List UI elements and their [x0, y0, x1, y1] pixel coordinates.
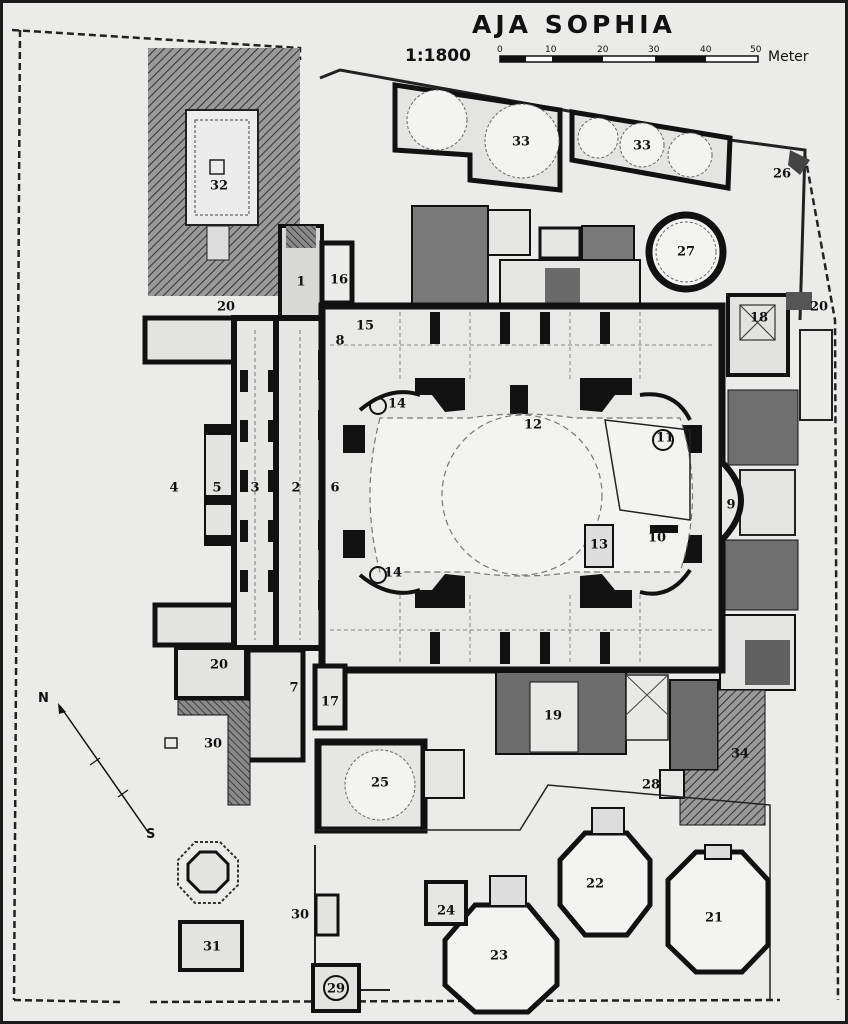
plan-label: 20: [209, 657, 229, 673]
plan-label: 13: [589, 537, 609, 553]
plan-label: 27: [676, 244, 696, 260]
plan-label: 14: [383, 565, 403, 581]
plan-label: 4: [169, 480, 179, 496]
scale-unit: Meter: [768, 49, 809, 65]
compass-arrow: [59, 705, 149, 833]
scale-tick: 40: [700, 45, 712, 55]
plan-label: 31: [202, 939, 222, 955]
plan-label: 23: [489, 948, 509, 964]
scale-tick: 20: [597, 45, 609, 55]
plan-label: 7: [289, 680, 299, 696]
plan-label: 32: [209, 178, 229, 194]
plan-label: 3: [250, 480, 260, 496]
plan-label: 33: [511, 134, 531, 150]
plan-label: 11: [655, 430, 675, 446]
plan-label: 9: [726, 497, 736, 513]
plan-label: 33: [632, 138, 652, 154]
plan-label: 16: [329, 272, 349, 288]
plan-label: 22: [585, 876, 605, 892]
plan-label: 10: [647, 530, 667, 546]
plan-label: 2: [291, 480, 301, 496]
plan-label: 20: [809, 299, 829, 315]
plan-label: 26: [772, 166, 792, 182]
plan-label: 18: [749, 310, 769, 326]
plan-label: 5: [212, 480, 222, 496]
plan-label: 30: [203, 736, 223, 752]
map-title: AJA SOPHIA: [472, 10, 676, 39]
plan-label: 8: [335, 333, 345, 349]
plan-label: 30: [290, 907, 310, 923]
plan-label: 25: [370, 775, 390, 791]
plan-label: 19: [543, 708, 563, 724]
plan-label: 1: [296, 274, 306, 290]
plan-label: 17: [320, 694, 340, 710]
plan-label: 28: [641, 777, 661, 793]
plan-label: 34: [730, 746, 750, 762]
plan-label: 29: [326, 981, 346, 997]
plan-label: 24: [436, 903, 456, 919]
scale-tick: 30: [648, 45, 660, 55]
plan-label: 15: [355, 318, 375, 334]
scale-ratio: 1:1800: [405, 46, 471, 66]
building-32: [185, 109, 259, 226]
scale-tick: 10: [545, 45, 557, 55]
plan-label: 6: [330, 480, 340, 496]
plan-label: 14: [387, 396, 407, 412]
scale-tick: 0: [497, 45, 503, 55]
compass-north-label: N: [38, 691, 49, 706]
scale-tick: 50: [750, 45, 762, 55]
scale-bar: [499, 55, 759, 63]
plan-label: 21: [704, 910, 724, 926]
plan-label: 20: [216, 299, 236, 315]
compass-south-label: S: [146, 827, 156, 842]
plan-label: 12: [523, 417, 543, 433]
